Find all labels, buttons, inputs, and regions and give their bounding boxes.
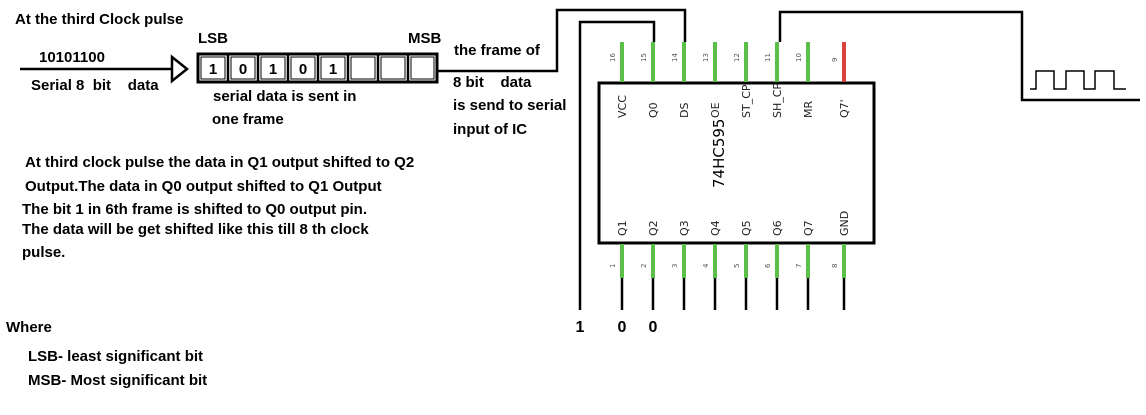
- pin-label: Q4: [709, 220, 722, 236]
- frame-bit: 1: [269, 61, 277, 78]
- frame-cell: [290, 56, 316, 80]
- pin-label: Q3: [678, 220, 691, 236]
- frame-cell: [200, 56, 226, 80]
- output-bit: 1: [576, 319, 585, 336]
- data-frame: 1 0 1 0 1: [196, 52, 439, 84]
- frame-caption-line2: one frame: [212, 111, 284, 128]
- frame-cell: [230, 56, 256, 80]
- input-arrow: [20, 54, 190, 84]
- legend-msb-definition: MSB- Most significant bit: [28, 372, 208, 389]
- serial-value: 10101100: [39, 49, 105, 66]
- pin-number: 12: [733, 53, 741, 62]
- legend-where: Where: [6, 319, 52, 336]
- output-bit: 0: [649, 319, 658, 336]
- pin-number: 8: [831, 264, 839, 268]
- frame-cell: [410, 56, 435, 80]
- ic-body: [597, 81, 876, 245]
- pin-label: Q0: [647, 102, 660, 118]
- pin-label: Q7': [838, 99, 851, 118]
- pin-number: 1: [609, 264, 617, 268]
- frame-caption-line1: serial data is sent in: [213, 88, 357, 105]
- pin-number: 3: [671, 264, 679, 268]
- pin-label: DS: [678, 103, 691, 118]
- description-line: The data will be get shifted like this t…: [22, 221, 369, 238]
- heading: At the third Clock pulse: [15, 11, 184, 28]
- pin-label: SH_CP: [771, 83, 784, 118]
- legend-lsb-definition: LSB- least significant bit: [28, 348, 204, 365]
- pin-number: 4: [702, 263, 710, 268]
- pin-number: 6: [764, 263, 772, 268]
- pin-label: Q5: [740, 220, 753, 236]
- pin-number: 13: [702, 53, 710, 62]
- pin-label: ST_CP: [740, 84, 753, 118]
- pin-number: 15: [640, 53, 648, 62]
- frame-bit: 1: [329, 61, 337, 78]
- pin-label: VCC: [616, 95, 629, 118]
- pin-number: 7: [795, 264, 803, 268]
- description-line: Output.The data in Q0 output shifted to …: [25, 178, 382, 195]
- lsb-label: LSB: [198, 30, 228, 47]
- pin-label: Q6: [771, 220, 784, 236]
- description-line: pulse.: [22, 244, 66, 261]
- frame-bit: 1: [209, 61, 217, 78]
- description-line: At third clock pulse the data in Q1 outp…: [25, 154, 415, 171]
- frame-cell: [320, 56, 346, 80]
- frame-cell: [260, 56, 286, 80]
- pin-number: 16: [609, 53, 617, 62]
- frame-note-line3: is send to serial: [453, 97, 567, 114]
- frame-bit: 0: [299, 61, 307, 78]
- pin-number: 5: [733, 264, 741, 268]
- clock-waveform: [1030, 70, 1126, 90]
- pin-label: OE: [709, 102, 722, 118]
- clock-wire: [778, 10, 1140, 102]
- pin-label: Q7: [802, 220, 815, 236]
- frame-cell: [380, 56, 406, 80]
- pin-label: Q1: [616, 220, 629, 236]
- frame-note-line4: input of IC: [453, 121, 528, 138]
- frame-cell: [350, 56, 376, 80]
- frame-note-line1: the frame of: [454, 42, 540, 59]
- description-line: The bit 1 in 6th frame is shifted to Q0 …: [22, 201, 368, 218]
- serial-data-wire: [437, 8, 687, 73]
- pin-label: Q2: [647, 220, 660, 236]
- pin-label: MR: [802, 101, 815, 118]
- msb-label: MSB: [408, 30, 442, 47]
- pin-number: 11: [764, 53, 772, 62]
- frame-note-line2: 8 bit data: [453, 74, 532, 91]
- pin-number: 2: [640, 264, 648, 268]
- pin-number: 14: [671, 53, 679, 62]
- chip-name: 74HC595: [710, 119, 728, 188]
- pin-number: 9: [831, 58, 839, 62]
- frame-bit: 0: [239, 61, 247, 78]
- output-bit: 0: [618, 319, 627, 336]
- serial-caption: Serial 8 bit data: [31, 77, 159, 94]
- q0-output-wire: [578, 20, 656, 310]
- pin-number: 10: [795, 53, 803, 62]
- pin-label: GND: [838, 211, 851, 236]
